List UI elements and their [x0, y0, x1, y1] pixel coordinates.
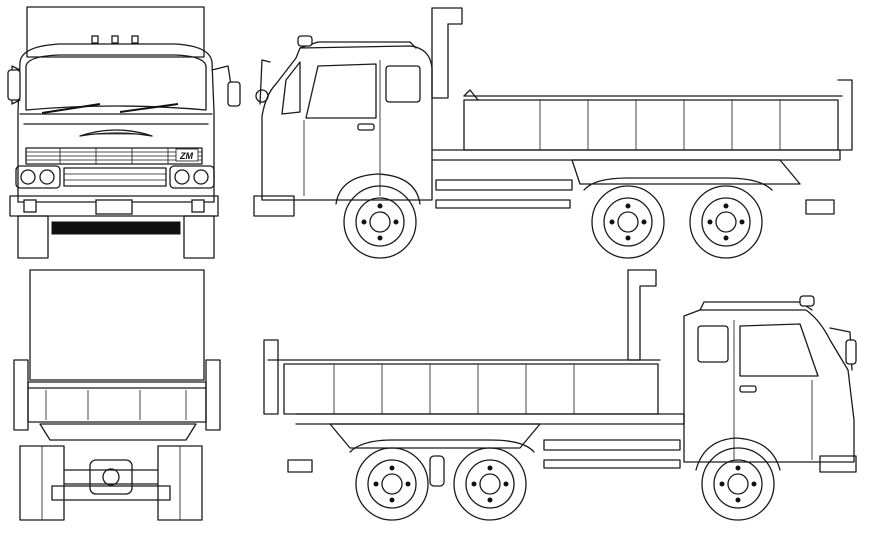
- tailgate: [27, 381, 207, 423]
- license-plate: [95, 199, 133, 215]
- front-view: ZM: [7, 6, 241, 259]
- side-view-right: [263, 269, 857, 521]
- door-handle: [357, 123, 375, 131]
- right-mirror: [211, 65, 241, 107]
- badge-plate: [175, 148, 199, 162]
- rear-wheel-left-2: [689, 185, 763, 259]
- front-wheel-right: [701, 447, 775, 521]
- rear-window-right: [697, 325, 729, 363]
- left-mirror: [7, 65, 21, 105]
- differential: [89, 459, 133, 495]
- front-grille: [25, 147, 203, 165]
- dump-bed-left: [463, 99, 839, 151]
- headboard-top: [431, 7, 463, 99]
- badge-label: ZM: [179, 151, 193, 161]
- front-windshield: [25, 54, 207, 111]
- front-bumper: [9, 195, 219, 217]
- side-view-left: [253, 7, 853, 259]
- rear-wheel-right-1: [355, 447, 429, 521]
- right-headlights: [169, 165, 215, 189]
- rear-wheel-left-1: [591, 185, 665, 259]
- left-headlights: [15, 165, 61, 189]
- door-window: [305, 63, 377, 119]
- front-wheel-left: [343, 185, 417, 259]
- dump-bed-right: [283, 363, 659, 415]
- door-window-right: [739, 323, 819, 377]
- hood-emblem: [79, 129, 153, 137]
- rear-window: [385, 65, 421, 103]
- roof-marker-lights: [91, 35, 139, 44]
- front-left-tire: [17, 215, 49, 259]
- rear-view: [13, 269, 221, 521]
- rear-wheel-right-2: [453, 447, 527, 521]
- front-right-tire: [183, 215, 215, 259]
- cab-left: [261, 45, 433, 201]
- headboard-rear: [29, 269, 205, 381]
- cab-right: [683, 309, 855, 463]
